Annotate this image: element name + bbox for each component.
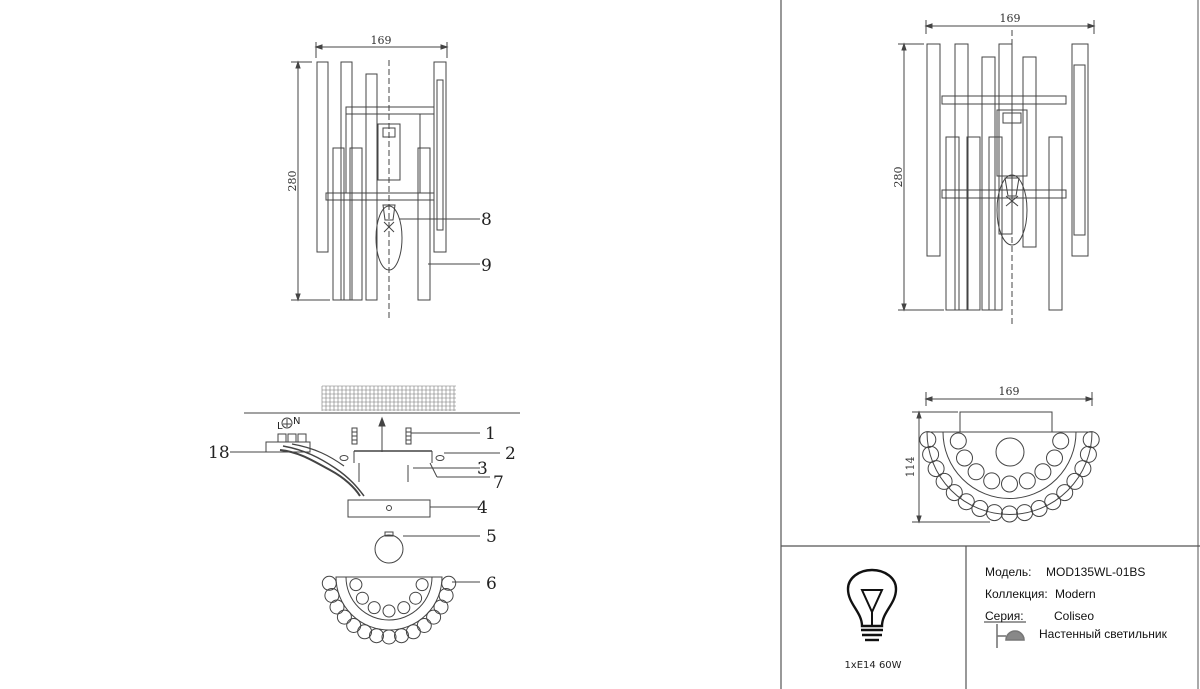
crystal-bead	[1001, 505, 1018, 523]
crystal-bead	[1016, 504, 1034, 522]
callout-1: 1	[485, 424, 496, 444]
callout-2: 2	[505, 444, 516, 464]
front-height-label: 280	[286, 171, 299, 192]
crystal-bead	[381, 629, 397, 645]
crystal-bead	[967, 463, 985, 481]
collection-label: Коллекция:	[985, 587, 1048, 601]
callout-6: 6	[486, 574, 497, 594]
model-label: Модель:	[985, 565, 1032, 579]
side-width-label: 169	[1000, 12, 1021, 25]
crystal-bead	[397, 601, 411, 615]
crystal-bead	[409, 591, 423, 605]
crystal-bead	[357, 624, 373, 640]
crystal-bead	[349, 578, 363, 592]
wall-lamp-icon	[996, 624, 1025, 648]
crystal-bead	[1056, 484, 1074, 502]
assembly-outer-beads	[321, 575, 457, 645]
terminal-n-label: N	[293, 416, 300, 427]
terminal-l-label: L	[277, 421, 283, 432]
top-width-label: 169	[999, 385, 1020, 398]
crystal-bead	[945, 484, 963, 502]
crystal-bead	[1044, 493, 1062, 511]
side-height-label: 280	[892, 167, 905, 188]
callout-18: 18	[208, 443, 230, 463]
crystal-bead	[433, 599, 449, 615]
crystal-bead	[1082, 431, 1100, 449]
crystal-bead	[983, 472, 1001, 490]
series-label: Серия:	[985, 609, 1024, 623]
collection-value: Modern	[1055, 587, 1096, 601]
crystal-bead	[1052, 432, 1070, 450]
crystal-bead	[426, 609, 442, 625]
crystal-bead	[415, 578, 429, 592]
crystal-bead	[956, 449, 973, 467]
crystal-bead	[346, 618, 362, 633]
top-depth-label: 114	[904, 457, 917, 478]
crystal-bead	[416, 618, 432, 633]
callout-4: 4	[477, 498, 488, 518]
callout-3: 3	[477, 459, 488, 479]
model-value: MOD135WL-01BS	[1046, 565, 1146, 579]
crystal-bead	[321, 575, 337, 591]
crystal-bead	[355, 591, 369, 605]
crystal-bead	[922, 445, 940, 463]
crystal-bead	[369, 628, 384, 644]
crystal-bead	[935, 472, 953, 490]
bulb-icon	[846, 568, 898, 642]
side-view	[898, 20, 1096, 325]
crystal-bead	[394, 628, 409, 644]
crystal-bead	[367, 601, 381, 615]
series-value: Coliseo	[1054, 609, 1095, 623]
top-view	[912, 392, 1100, 524]
crystal-bead	[985, 504, 1003, 522]
crystal-bead	[971, 500, 989, 517]
callout-7: 7	[493, 473, 504, 493]
front-view	[291, 42, 480, 318]
callout-8: 8	[481, 210, 492, 230]
callout-9: 9	[481, 256, 492, 276]
crystal-bead	[1018, 472, 1036, 490]
assembly-inner-beads	[349, 578, 429, 618]
top-inner-beads	[949, 432, 1070, 493]
crystal-bead	[1066, 472, 1084, 490]
crystal-bead	[405, 624, 421, 640]
crystal-bead	[336, 609, 352, 625]
wall-hatch	[321, 385, 456, 411]
crystal-bead	[1046, 449, 1063, 467]
fixture-type: Настенный светильник	[1039, 627, 1167, 641]
crystal-bead	[1034, 463, 1052, 481]
callout-5: 5	[486, 527, 497, 547]
crystal-bead	[324, 588, 340, 603]
crystal-bead	[382, 604, 396, 618]
crystal-bead	[957, 493, 975, 511]
crystal-bead	[1001, 475, 1018, 493]
exploded-assembly	[230, 385, 520, 645]
crystal-bead	[949, 432, 967, 450]
front-width-label: 169	[371, 34, 392, 47]
lamp-spec: 1xE14 60W	[844, 660, 901, 671]
crystal-bead	[441, 575, 457, 591]
crystal-bead	[1074, 460, 1092, 478]
crystal-bead	[919, 431, 937, 449]
top-outer-beads	[919, 431, 1100, 523]
